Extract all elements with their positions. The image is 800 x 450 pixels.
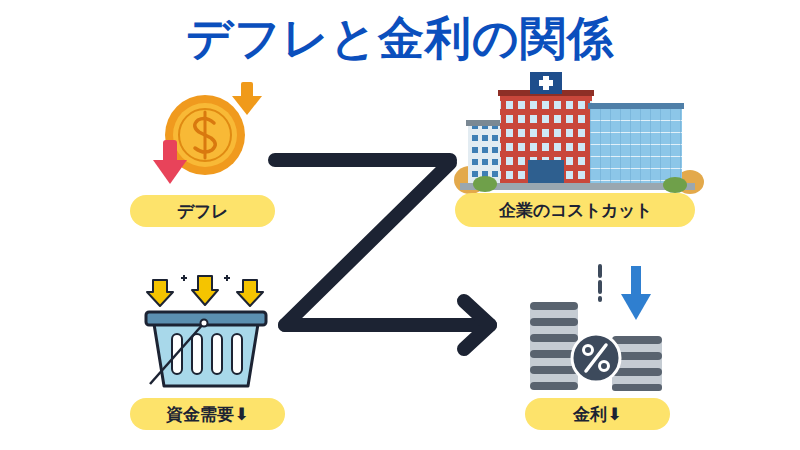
flow-connector [285, 163, 450, 325]
down-arrow-red [153, 140, 187, 184]
coins-icon-part [530, 302, 578, 388]
building-icon-part [530, 72, 562, 94]
basket-icon-part [192, 334, 202, 374]
process-node: 金利⬇ [490, 265, 680, 435]
basket-icon-part [150, 323, 204, 384]
building-icon-part [500, 95, 592, 185]
label-pill: デフレ [130, 195, 275, 227]
coins-icon-part [612, 336, 662, 344]
building-icon-part [528, 160, 564, 185]
down-arrow-orange-part [232, 96, 262, 115]
building-icon [454, 72, 704, 194]
label-pill: 企業のコストカット [455, 193, 695, 227]
coins-icon-part [612, 368, 662, 376]
basket-icon-part [232, 334, 242, 374]
basket-icon-part [192, 276, 218, 305]
connector-line [285, 318, 490, 332]
building-icon-part [588, 103, 684, 109]
down-arrow-orange [232, 82, 262, 115]
diagram-title: デフレと金利の関係 [0, 10, 800, 66]
process-node: 企業のコストカット [450, 80, 700, 230]
coins-icon-part [530, 334, 578, 342]
coins-icon-part [530, 318, 578, 326]
process-node: デフレ [130, 85, 275, 230]
basket-icon-part [224, 275, 230, 281]
coin-icon-part [179, 109, 231, 161]
down-arrow-orange-part [241, 82, 253, 98]
arrow-head [464, 301, 490, 349]
building-icon-part [539, 80, 553, 86]
coins-icon-part [584, 346, 593, 355]
building-icon-part [663, 177, 687, 193]
basket-icon-part [237, 280, 263, 306]
coins-icon-part [586, 345, 606, 371]
down-arrow-red-part [153, 160, 187, 184]
flow-connector [275, 159, 450, 160]
coins-icon-part [572, 334, 620, 382]
label-pill: 金利⬇ [525, 398, 670, 430]
basket-icon-part [212, 334, 222, 374]
flow-connector [285, 301, 490, 349]
basket-icon-part [147, 280, 173, 306]
basket-icon-part [201, 320, 208, 327]
coins-icon-part [530, 302, 578, 310]
building-icon-part [590, 108, 682, 185]
process-node: 資金需要⬇ [125, 265, 285, 435]
coin-icon-part [173, 103, 237, 167]
coins-icon-part [530, 382, 578, 390]
coins-icon-part [598, 266, 602, 300]
coins-icon [530, 266, 662, 391]
coins-icon-part [530, 366, 578, 374]
basket-icon-part [181, 275, 187, 281]
building-icon-part [500, 95, 592, 185]
basket-icon-part [154, 324, 258, 386]
building-icon-part [473, 176, 497, 192]
coins-icon-part [612, 384, 662, 391]
connector-line [275, 153, 450, 167]
coins-icon-part [621, 294, 651, 320]
connector-line [285, 163, 450, 325]
coin-icon-part [204, 112, 207, 158]
label-pill: 資金需要⬇ [130, 398, 285, 430]
coins-icon-part [631, 266, 641, 296]
coins-icon-part [600, 362, 609, 371]
basket-icon [146, 275, 266, 386]
